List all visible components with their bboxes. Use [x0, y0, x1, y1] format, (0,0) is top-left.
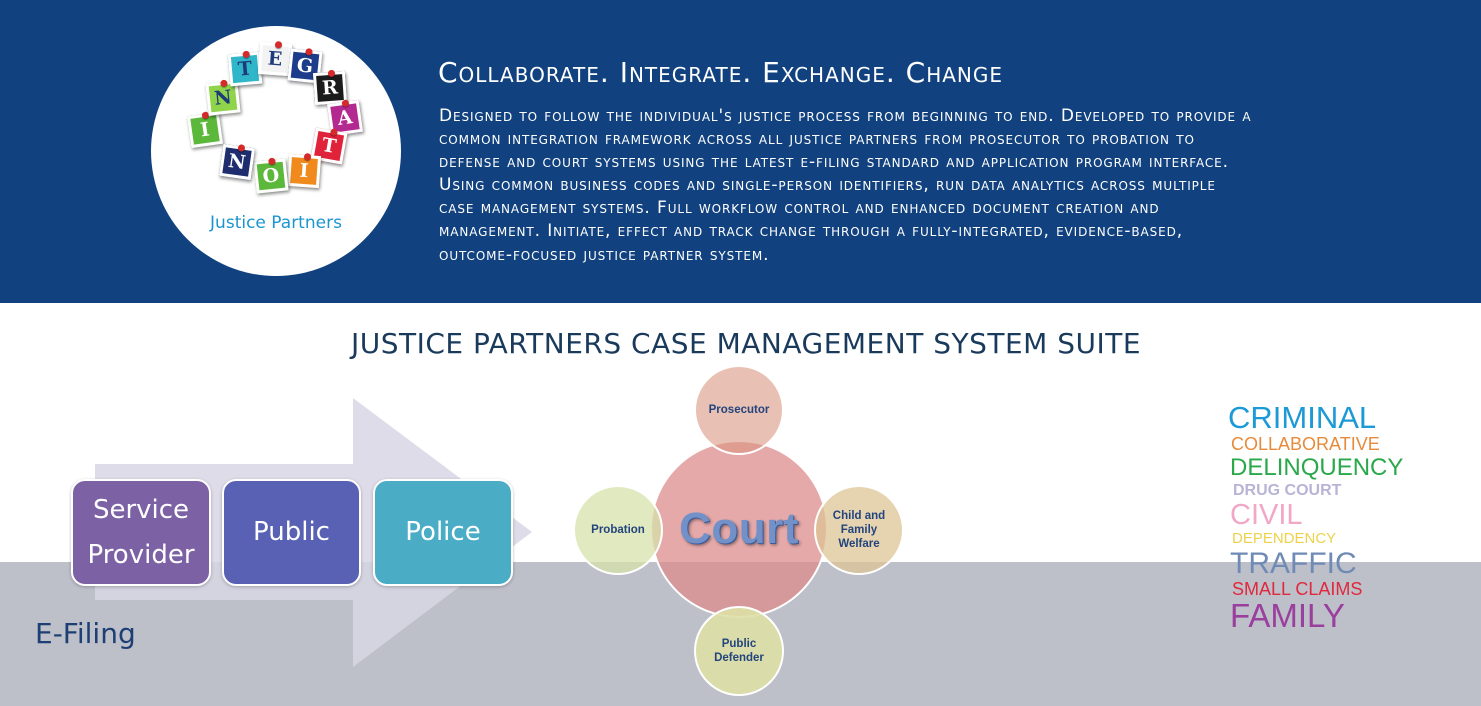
logo-label: Justice Partners — [210, 213, 342, 233]
case-type-small-claims[interactable]: SMALL CLAIMS — [1232, 579, 1363, 599]
node-prosecutor[interactable]: Prosecutor — [694, 365, 784, 455]
description: Designed to follow the individual's just… — [439, 105, 1419, 267]
step-label: Service Provider — [87, 488, 194, 578]
node-label-line: Child and — [832, 510, 886, 522]
case-type-criminal[interactable]: CRIMINAL — [1228, 400, 1377, 435]
case-type-dependency[interactable]: DEPENDENCY — [1232, 530, 1337, 547]
step-label-line: Service — [92, 494, 190, 525]
description-line: case management systems. Full workflow c… — [439, 198, 1160, 219]
case-type-delinquency[interactable]: DELINQUENCY — [1230, 454, 1404, 481]
node-probation[interactable]: Probation — [573, 485, 663, 575]
header-banner: I N T E G R A T I O N Justice Partners C… — [0, 0, 1481, 303]
integration-logo[interactable]: I N T E G R A T I O N Justice Partners — [151, 26, 401, 276]
court-label: Court — [679, 504, 799, 553]
case-type-civil[interactable]: CIVIL — [1230, 499, 1303, 531]
case-type-traffic[interactable]: TRAFFIC — [1230, 547, 1357, 580]
case-type-drug-court[interactable]: DRUG COURT — [1233, 482, 1342, 499]
step-label: Police — [405, 517, 481, 547]
node-public-defender[interactable]: Public Defender — [694, 606, 784, 696]
node-label: Public Defender — [714, 637, 764, 665]
description-line: Designed to follow the individual's just… — [439, 106, 1252, 126]
node-label-line: Defender — [714, 652, 764, 664]
node-label: Prosecutor — [708, 404, 770, 416]
tagline: Collaborate. Integrate. Exchange. Change — [438, 56, 1004, 89]
description-line: management. Initiate, effect and track c… — [439, 221, 1184, 242]
node-label-line: Public — [721, 638, 757, 650]
description-line: defense and court systems using the late… — [439, 152, 1229, 173]
node-label-line: Welfare — [838, 538, 880, 550]
node-label: Probation — [591, 524, 645, 536]
case-type-family[interactable]: FAMILY — [1230, 597, 1345, 634]
efiling-label: E-Filing — [35, 617, 136, 650]
node-label-line: Family — [840, 524, 878, 536]
step-label-line: Provider — [87, 539, 195, 570]
case-type-collaborative[interactable]: COLLABORATIVE — [1231, 434, 1380, 454]
description-line: common integration framework across all … — [439, 129, 1195, 150]
step-police[interactable]: Police — [373, 479, 513, 586]
step-public[interactable]: Public — [222, 479, 361, 586]
node-child-family-welfare[interactable]: Child and Family Welfare — [814, 485, 904, 575]
description-line: outcome-focused justice partner system. — [439, 244, 770, 265]
node-court[interactable]: Court — [650, 440, 828, 618]
description-line: Using common business codes and single-p… — [439, 175, 1216, 196]
case-type-list: CRIMINAL COLLABORATIVE DELINQUENCY DRUG … — [1228, 402, 1403, 632]
step-service-provider[interactable]: Service Provider — [71, 479, 211, 586]
step-label: Public — [253, 517, 330, 547]
suite-title: JUSTICE PARTNERS CASE MANAGEMENT SYSTEM … — [350, 327, 1142, 360]
node-label: Child and Family Welfare — [833, 509, 885, 551]
